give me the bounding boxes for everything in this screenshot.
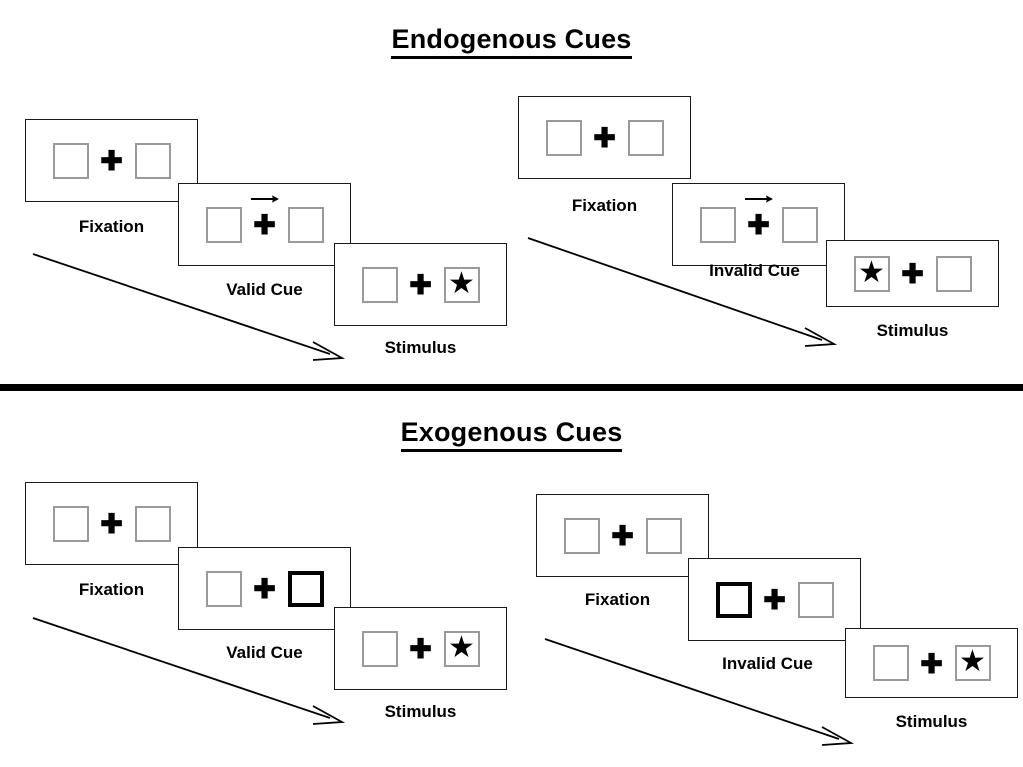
left-box — [563, 517, 600, 554]
panel-content: ✚ — [205, 570, 324, 607]
panel-content: ✚ — [699, 195, 818, 243]
caption-endo-invalid-stimulus: Stimulus — [876, 321, 949, 340]
panel-endo-invalid-fixation: ✚ — [518, 96, 691, 179]
left-box — [699, 206, 736, 243]
time-arrow-exo-valid — [32, 617, 346, 725]
fixation-cross-icon: ✚ — [409, 270, 432, 300]
panel-exo-valid-fixation: ✚ — [25, 482, 198, 565]
right-box — [627, 119, 664, 156]
section-title-exogenous: Exogenous Cues — [0, 417, 1023, 452]
fixation-cross-area: ✚ — [242, 195, 288, 240]
target-star-icon: ★ — [448, 630, 475, 664]
caption-endo-valid-stimulus: Stimulus — [384, 338, 457, 357]
left-box — [872, 645, 909, 681]
fixation-cross-icon: ✚ — [253, 574, 276, 604]
left-box-cued — [715, 581, 752, 618]
fixation-cross-icon: ✚ — [100, 509, 123, 539]
fixation-cross-area: ✚ — [752, 585, 798, 615]
panel-exo-invalid-fixation: ✚ — [536, 494, 709, 577]
panel-endo-invalid-cue: ✚ — [672, 183, 845, 266]
fixation-cross-icon: ✚ — [611, 521, 634, 551]
panel-content: ✚ ★ — [872, 645, 991, 681]
section-title-endogenous-text: Endogenous Cues — [391, 24, 632, 59]
caption-endo-valid-cue: Valid Cue — [226, 280, 303, 299]
left-box — [205, 206, 242, 243]
fixation-cross-icon: ✚ — [920, 648, 943, 679]
fixation-cross-icon: ✚ — [763, 585, 786, 615]
panel-exo-valid-cue: ✚ — [178, 547, 351, 630]
right-box: ★ — [443, 630, 480, 667]
panel-endo-valid-cue: ✚ — [178, 183, 351, 266]
right-box — [134, 505, 171, 542]
fixation-cross-icon: ✚ — [901, 259, 924, 289]
cue-arrow-right-icon — [744, 195, 773, 203]
right-box: ★ — [954, 645, 991, 681]
time-arrow-endo-invalid — [527, 237, 838, 347]
panel-content: ✚ — [545, 119, 664, 156]
panel-content: ✚ — [52, 142, 171, 179]
panel-exo-valid-stimulus: ✚ ★ — [334, 607, 507, 690]
section-divider — [0, 384, 1023, 391]
section-title-endogenous: Endogenous Cues — [0, 24, 1023, 59]
fixation-cross-area: ✚ — [600, 521, 646, 551]
left-box — [52, 505, 89, 542]
panel-content: ✚ — [563, 517, 682, 554]
right-box — [935, 255, 972, 292]
left-box: ★ — [853, 255, 890, 292]
right-box: ★ — [443, 266, 480, 303]
panel-content: ✚ ★ — [361, 266, 480, 303]
cue-arrow-right-icon — [250, 195, 279, 203]
panel-content: ✚ — [52, 505, 171, 542]
caption-endo-valid-fixation: Fixation — [78, 217, 145, 236]
panel-endo-invalid-stimulus: ★ ✚ — [826, 240, 999, 307]
panel-content: ★ ✚ — [853, 255, 972, 292]
panel-content: ✚ — [715, 581, 834, 618]
target-star-icon: ★ — [448, 266, 475, 300]
fixation-cross-area: ✚ — [398, 270, 444, 300]
fixation-cross-area: ✚ — [582, 123, 628, 153]
panel-exo-invalid-stimulus: ✚ ★ — [845, 628, 1018, 698]
caption-exo-invalid-stimulus: Stimulus — [895, 712, 968, 731]
time-arrow-exo-invalid — [544, 638, 855, 746]
right-box — [645, 517, 682, 554]
fixation-cross-icon: ✚ — [409, 634, 432, 664]
left-box — [361, 630, 398, 667]
fixation-cross-area: ✚ — [242, 574, 288, 604]
caption-exo-valid-stimulus: Stimulus — [384, 702, 457, 721]
right-box — [287, 206, 324, 243]
fixation-cross-area: ✚ — [890, 259, 936, 289]
panel-endo-valid-stimulus: ✚ ★ — [334, 243, 507, 326]
right-box — [781, 206, 818, 243]
left-box — [205, 570, 242, 607]
left-box — [545, 119, 582, 156]
caption-exo-invalid-fixation: Fixation — [584, 590, 651, 609]
left-box — [52, 142, 89, 179]
fixation-cross-area: ✚ — [736, 195, 782, 240]
fixation-cross-icon: ✚ — [253, 210, 276, 240]
fixation-cross-area: ✚ — [398, 634, 444, 664]
caption-exo-invalid-cue: Invalid Cue — [722, 654, 813, 673]
fixation-cross-area: ✚ — [89, 509, 135, 539]
fixation-cross-icon: ✚ — [100, 146, 123, 176]
caption-exo-valid-cue: Valid Cue — [226, 643, 303, 662]
caption-endo-invalid-cue: Invalid Cue — [709, 261, 800, 280]
time-arrow-endo-valid — [32, 253, 346, 361]
caption-exo-valid-fixation: Fixation — [78, 580, 145, 599]
panel-content: ✚ ★ — [361, 630, 480, 667]
fixation-cross-area: ✚ — [909, 650, 955, 677]
fixation-cross-area: ✚ — [89, 146, 135, 176]
target-star-icon: ★ — [959, 645, 986, 678]
right-box-cued — [287, 570, 324, 607]
section-title-exogenous-text: Exogenous Cues — [400, 417, 623, 452]
panel-exo-invalid-cue: ✚ — [688, 558, 861, 641]
panel-content: ✚ — [205, 195, 324, 243]
caption-endo-invalid-fixation: Fixation — [571, 196, 638, 215]
target-star-icon: ★ — [858, 255, 885, 289]
fixation-cross-icon: ✚ — [593, 123, 616, 153]
right-box — [134, 142, 171, 179]
right-box — [797, 581, 834, 618]
left-box — [361, 266, 398, 303]
panel-endo-valid-fixation: ✚ — [25, 119, 198, 202]
fixation-cross-icon: ✚ — [747, 210, 770, 240]
